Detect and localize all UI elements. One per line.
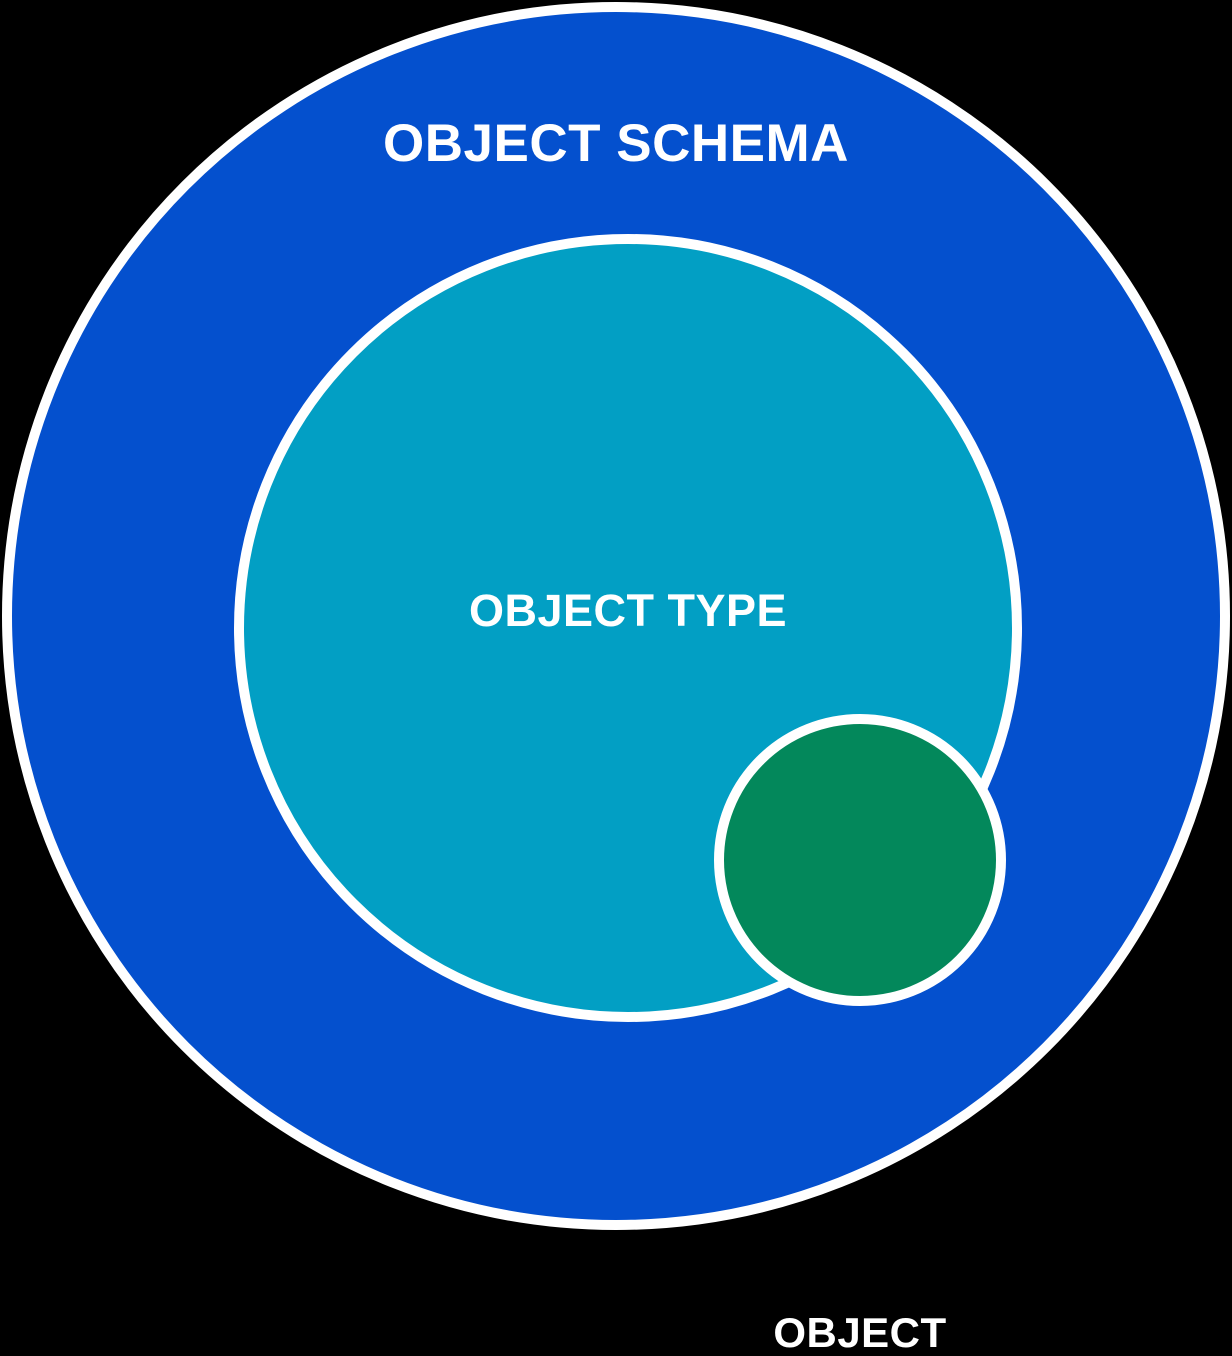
circle-object[interactable]: OBJECT [714,714,1006,1354]
circle-label-object-type: OBJECT TYPE [468,585,788,636]
circle-label-object: OBJECT [773,1309,947,1356]
circle-label-object-schema: OBJECT SCHEMA [383,114,849,173]
circle-object-type[interactable]: OBJECT TYPE OBJECT [234,234,1022,1354]
